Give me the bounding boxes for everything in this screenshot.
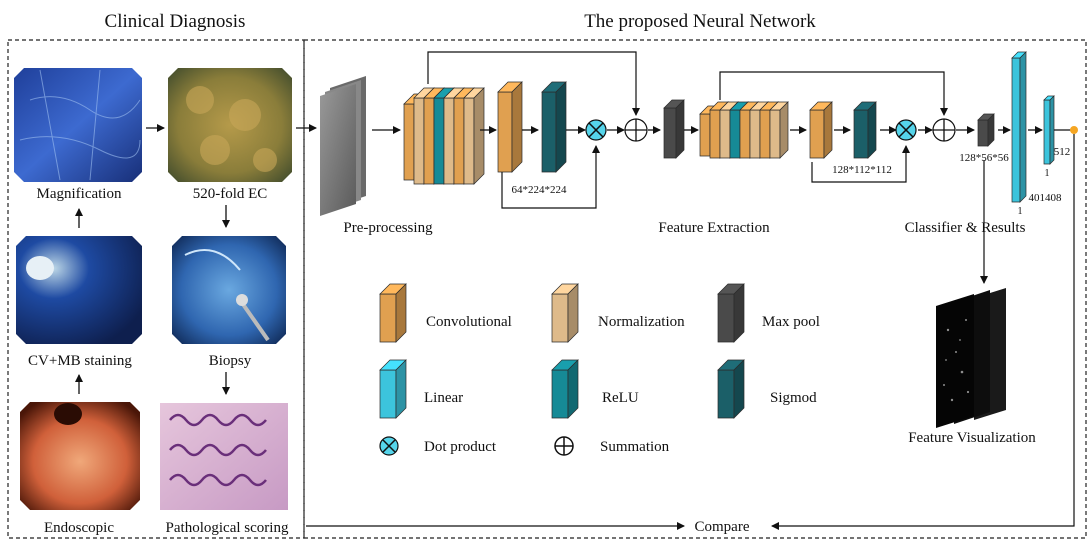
legend-sum-icon [554,436,574,456]
pathology-image [160,403,288,510]
label-ec520: 520-fold EC [193,186,268,202]
legend-sigmod-icon [717,359,745,419]
attention-branch-2 [811,145,910,183]
section-title-clinical: Clinical Diagnosis [105,11,246,32]
biopsy-image [172,236,286,344]
skip-connection-2 [719,71,948,116]
maxpool-block-2 [977,113,995,147]
output-node [1070,126,1078,134]
legend-norm-icon [551,283,579,343]
dot-product-op-1 [585,119,607,141]
network-frame [303,39,1087,539]
section-title-network: The proposed Neural Network [584,11,816,32]
legend-conv-label: Convolutional [426,314,512,330]
label-compare: Compare [695,519,750,535]
label-cvmb: CV+MB staining [28,353,132,369]
label-feature-visualization: Feature Visualization [908,430,1036,446]
preprocessed-images [320,76,366,216]
legend-linear-label: Linear [424,390,463,406]
conv-block-4 [809,101,833,159]
legend-dot-label: Dot product [424,439,497,455]
legend-linear-icon [379,359,407,419]
fc1-top-label: 1 [1018,206,1023,217]
summation-op-1 [624,118,648,142]
label-magnification: Magnification [37,186,122,202]
sigmod-block-2 [853,101,877,159]
fc2-top-label: 1 [1045,168,1050,179]
skip-connection-1 [427,51,640,116]
norm-block-1c [463,87,485,185]
linear-block-2 [1043,95,1055,165]
attention-branch-1 [501,145,600,209]
label-feature-extraction: Feature Extraction [658,220,770,236]
dim-label-1: 64*224*224 [512,184,568,196]
label-biopsy: Biopsy [209,353,252,369]
label-endoscopic: Endoscopic [44,520,114,536]
legend-relu-label: ReLU [602,390,639,406]
dot-product-op-2 [895,119,917,141]
ec520-image [168,68,292,182]
legend-maxpool-icon [717,283,745,343]
magnification-image [14,68,142,182]
legend: Convolutional Normalization Max poolLinear… [379,283,820,419]
legend-sigmod-label: Sigmod [770,390,817,406]
sigmod-block-1 [541,81,567,173]
legend-norm-label: Normalization [598,314,685,330]
linear-block-1 [1011,51,1027,203]
legend-dot-icon [379,436,399,456]
legend-conv-icon [379,283,407,343]
dim-label-2: 128*112*112 [832,164,892,176]
dim-label-3: 128*56*56 [959,152,1009,164]
endoscopic-image [20,402,140,510]
arrow-output-to-compare [771,134,1075,530]
fc1-size-label: 401408 [1029,192,1063,204]
label-pathological: Pathological scoring [166,520,289,536]
clinical-frame [7,39,305,539]
norm-block-3c [769,101,789,159]
label-preprocessing: Pre-processing [343,220,433,236]
legend-maxpool-label: Max pool [762,314,820,330]
cvmb-image [16,236,142,344]
summation-op-2 [932,118,956,142]
maxpool-block-1 [663,99,685,159]
feature-visualization-image [936,288,1006,428]
legend-relu-icon [551,359,579,419]
conv-block-2 [497,81,523,173]
label-classifier: Classifier & Results [905,220,1026,236]
network-blocks [403,51,1055,203]
fc2-size-label: 512 [1054,146,1071,158]
legend-sum-label: Summation [600,439,670,455]
